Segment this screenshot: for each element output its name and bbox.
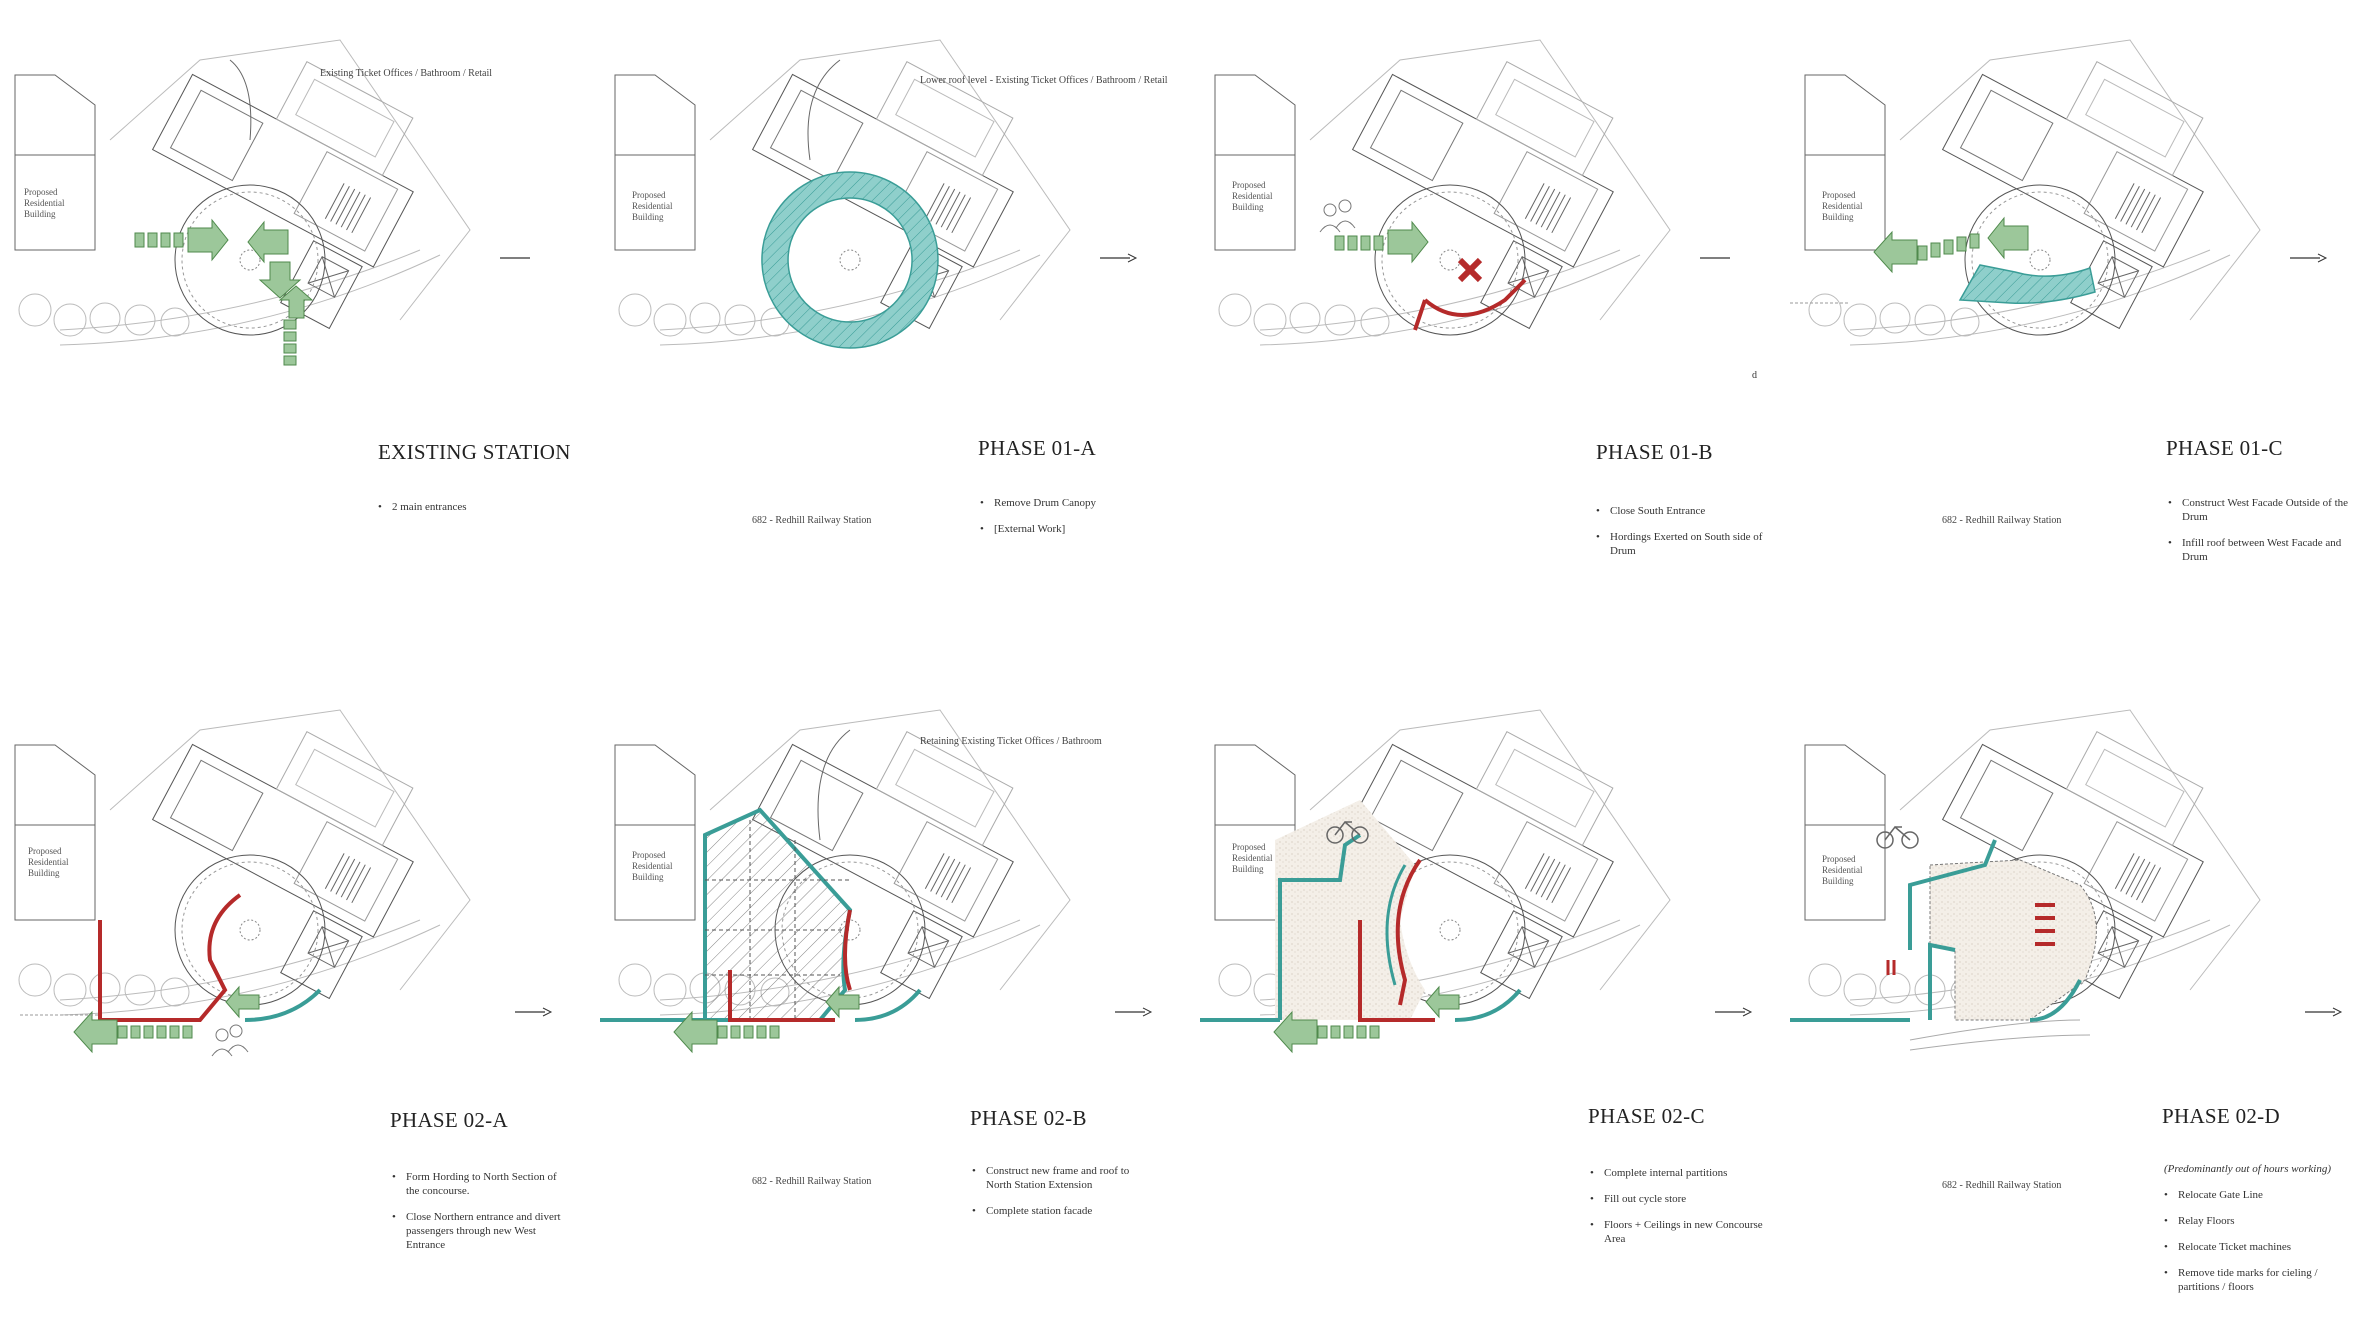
concourse-floor-area (1275, 800, 1425, 1020)
overlay-existing (134, 59, 530, 366)
list-item: Floors + Ceilings in new Concourse Area (1590, 1218, 1770, 1246)
north-label: d (1752, 370, 1757, 381)
list-item: Remove Drum Canopy (980, 496, 1160, 510)
phase-title: PHASE 01-C (2166, 436, 2283, 460)
callout-label: Existing Ticket Offices / Bathroom / Ret… (320, 68, 493, 79)
entrance-arrow-icon (1387, 220, 1429, 264)
residential-building-label: Proposed Residential Building (28, 846, 69, 878)
list-item: Hordings Exerted on South side of Drum (1596, 530, 1776, 558)
list-item: Fill out cycle store (1590, 1192, 1770, 1206)
hoarding-line (1423, 278, 1527, 317)
residential-building-label: Proposed Residential Building (1232, 180, 1273, 212)
callout-label: Retaining Existing Ticket Offices / Bath… (920, 736, 1102, 747)
station-name: 682 - Redhill Railway Station (1942, 1180, 2062, 1191)
north-extension-frame (703, 807, 853, 1022)
residential-building-label: Proposed Residential Building (24, 187, 65, 219)
people-icon (211, 1024, 249, 1057)
list-item: Complete internal partitions (1590, 1166, 1770, 1180)
station-name: 682 - Redhill Railway Station (752, 1176, 872, 1187)
list-item: Relocate Gate Line (2164, 1188, 2344, 1202)
overlay-phase-01c (1790, 216, 2328, 304)
entrance-arrow-icon (1425, 985, 1460, 1019)
phase-title: PHASE 02-A (390, 1108, 508, 1132)
residential-building-label: Proposed Residential Building (1822, 190, 1863, 222)
phase-notes: Close South Entrance Hordings Exerted on… (1596, 504, 1776, 570)
callout-label: Lower roof level - Existing Ticket Offic… (920, 75, 1168, 86)
residential-building-label: Proposed Residential Building (632, 850, 673, 882)
gate-line (2035, 903, 2055, 946)
drum-canopy-area (761, 171, 939, 349)
entrance-arrow-icon (825, 985, 860, 1019)
phase-notes: 2 main entrances (378, 500, 558, 526)
phase-notes: Complete internal partitions Fill out cy… (1590, 1166, 1770, 1258)
list-item-note: (Predominantly out of hours working) (2164, 1163, 2332, 1175)
station-name: 682 - Redhill Railway Station (1942, 515, 2062, 526)
list-item: Construct new frame and roof to North St… (972, 1164, 1152, 1192)
phase-title: PHASE 02-C (1588, 1104, 1705, 1128)
list-item: Construct West Facade Outside of the Dru… (2168, 496, 2348, 524)
closed-entrance-icon (1457, 257, 1483, 283)
list-item: Close South Entrance (1596, 504, 1776, 518)
overlay-phase-02b (600, 729, 1153, 1054)
list-item: Form Hording to North Section of the con… (392, 1170, 572, 1198)
phase-title: PHASE 01-B (1596, 440, 1713, 464)
station-name: 682 - Redhill Railway Station (752, 515, 872, 526)
phase-notes: (Predominantly out of hours working) Rel… (2164, 1162, 2344, 1306)
phase-notes: Construct West Facade Outside of the Dru… (2168, 496, 2348, 576)
list-item: [External Work] (980, 522, 1160, 536)
phase-notes: Form Hording to North Section of the con… (392, 1170, 572, 1264)
list-item: Close Northern entrance and divert passe… (392, 1210, 572, 1252)
phase-title: PHASE 02-D (2162, 1104, 2280, 1128)
entrance-arrow-icon (225, 985, 260, 1019)
residential-building-label: Proposed Residential Building (632, 190, 673, 222)
overlay-phase-02a (20, 893, 553, 1057)
phase-notes: Construct new frame and roof to North St… (972, 1164, 1152, 1230)
entrance-arrow-icon (187, 218, 229, 262)
list-item: Relay Floors (2164, 1214, 2344, 1228)
overlay-phase-01b (1319, 199, 1730, 331)
list-item: 2 main entrances (378, 500, 558, 514)
phase-title: PHASE 02-B (970, 1106, 1087, 1130)
concourse-floor-area (1929, 859, 2097, 1021)
entrance-arrow-icon (1987, 216, 2029, 260)
phase-title: EXISTING STATION (378, 440, 571, 464)
list-item: Remove tide marks for cieling / partitio… (2164, 1266, 2344, 1294)
list-item: Infill roof between West Facade and Drum (2168, 536, 2348, 564)
phase-title: PHASE 01-A (978, 436, 1096, 460)
residential-building-label: Proposed Residential Building (1232, 842, 1273, 874)
people-icon (1319, 199, 1356, 233)
overlay-phase-02c (1200, 800, 1753, 1054)
hoarding-line (98, 893, 242, 1022)
phase-notes: Remove Drum Canopy [External Work] (980, 496, 1160, 548)
list-item: Complete station facade (972, 1204, 1152, 1218)
west-facade-infill (1958, 264, 2096, 304)
overlay-phase-01a (761, 59, 1138, 349)
bicycle-icon (1326, 820, 1369, 844)
bicycle-icon (1876, 825, 1919, 849)
overlay-phase-02d (1790, 825, 2343, 1051)
residential-building-label: Proposed Residential Building (1822, 854, 1863, 886)
list-item: Relocate Ticket machines (2164, 1240, 2344, 1254)
